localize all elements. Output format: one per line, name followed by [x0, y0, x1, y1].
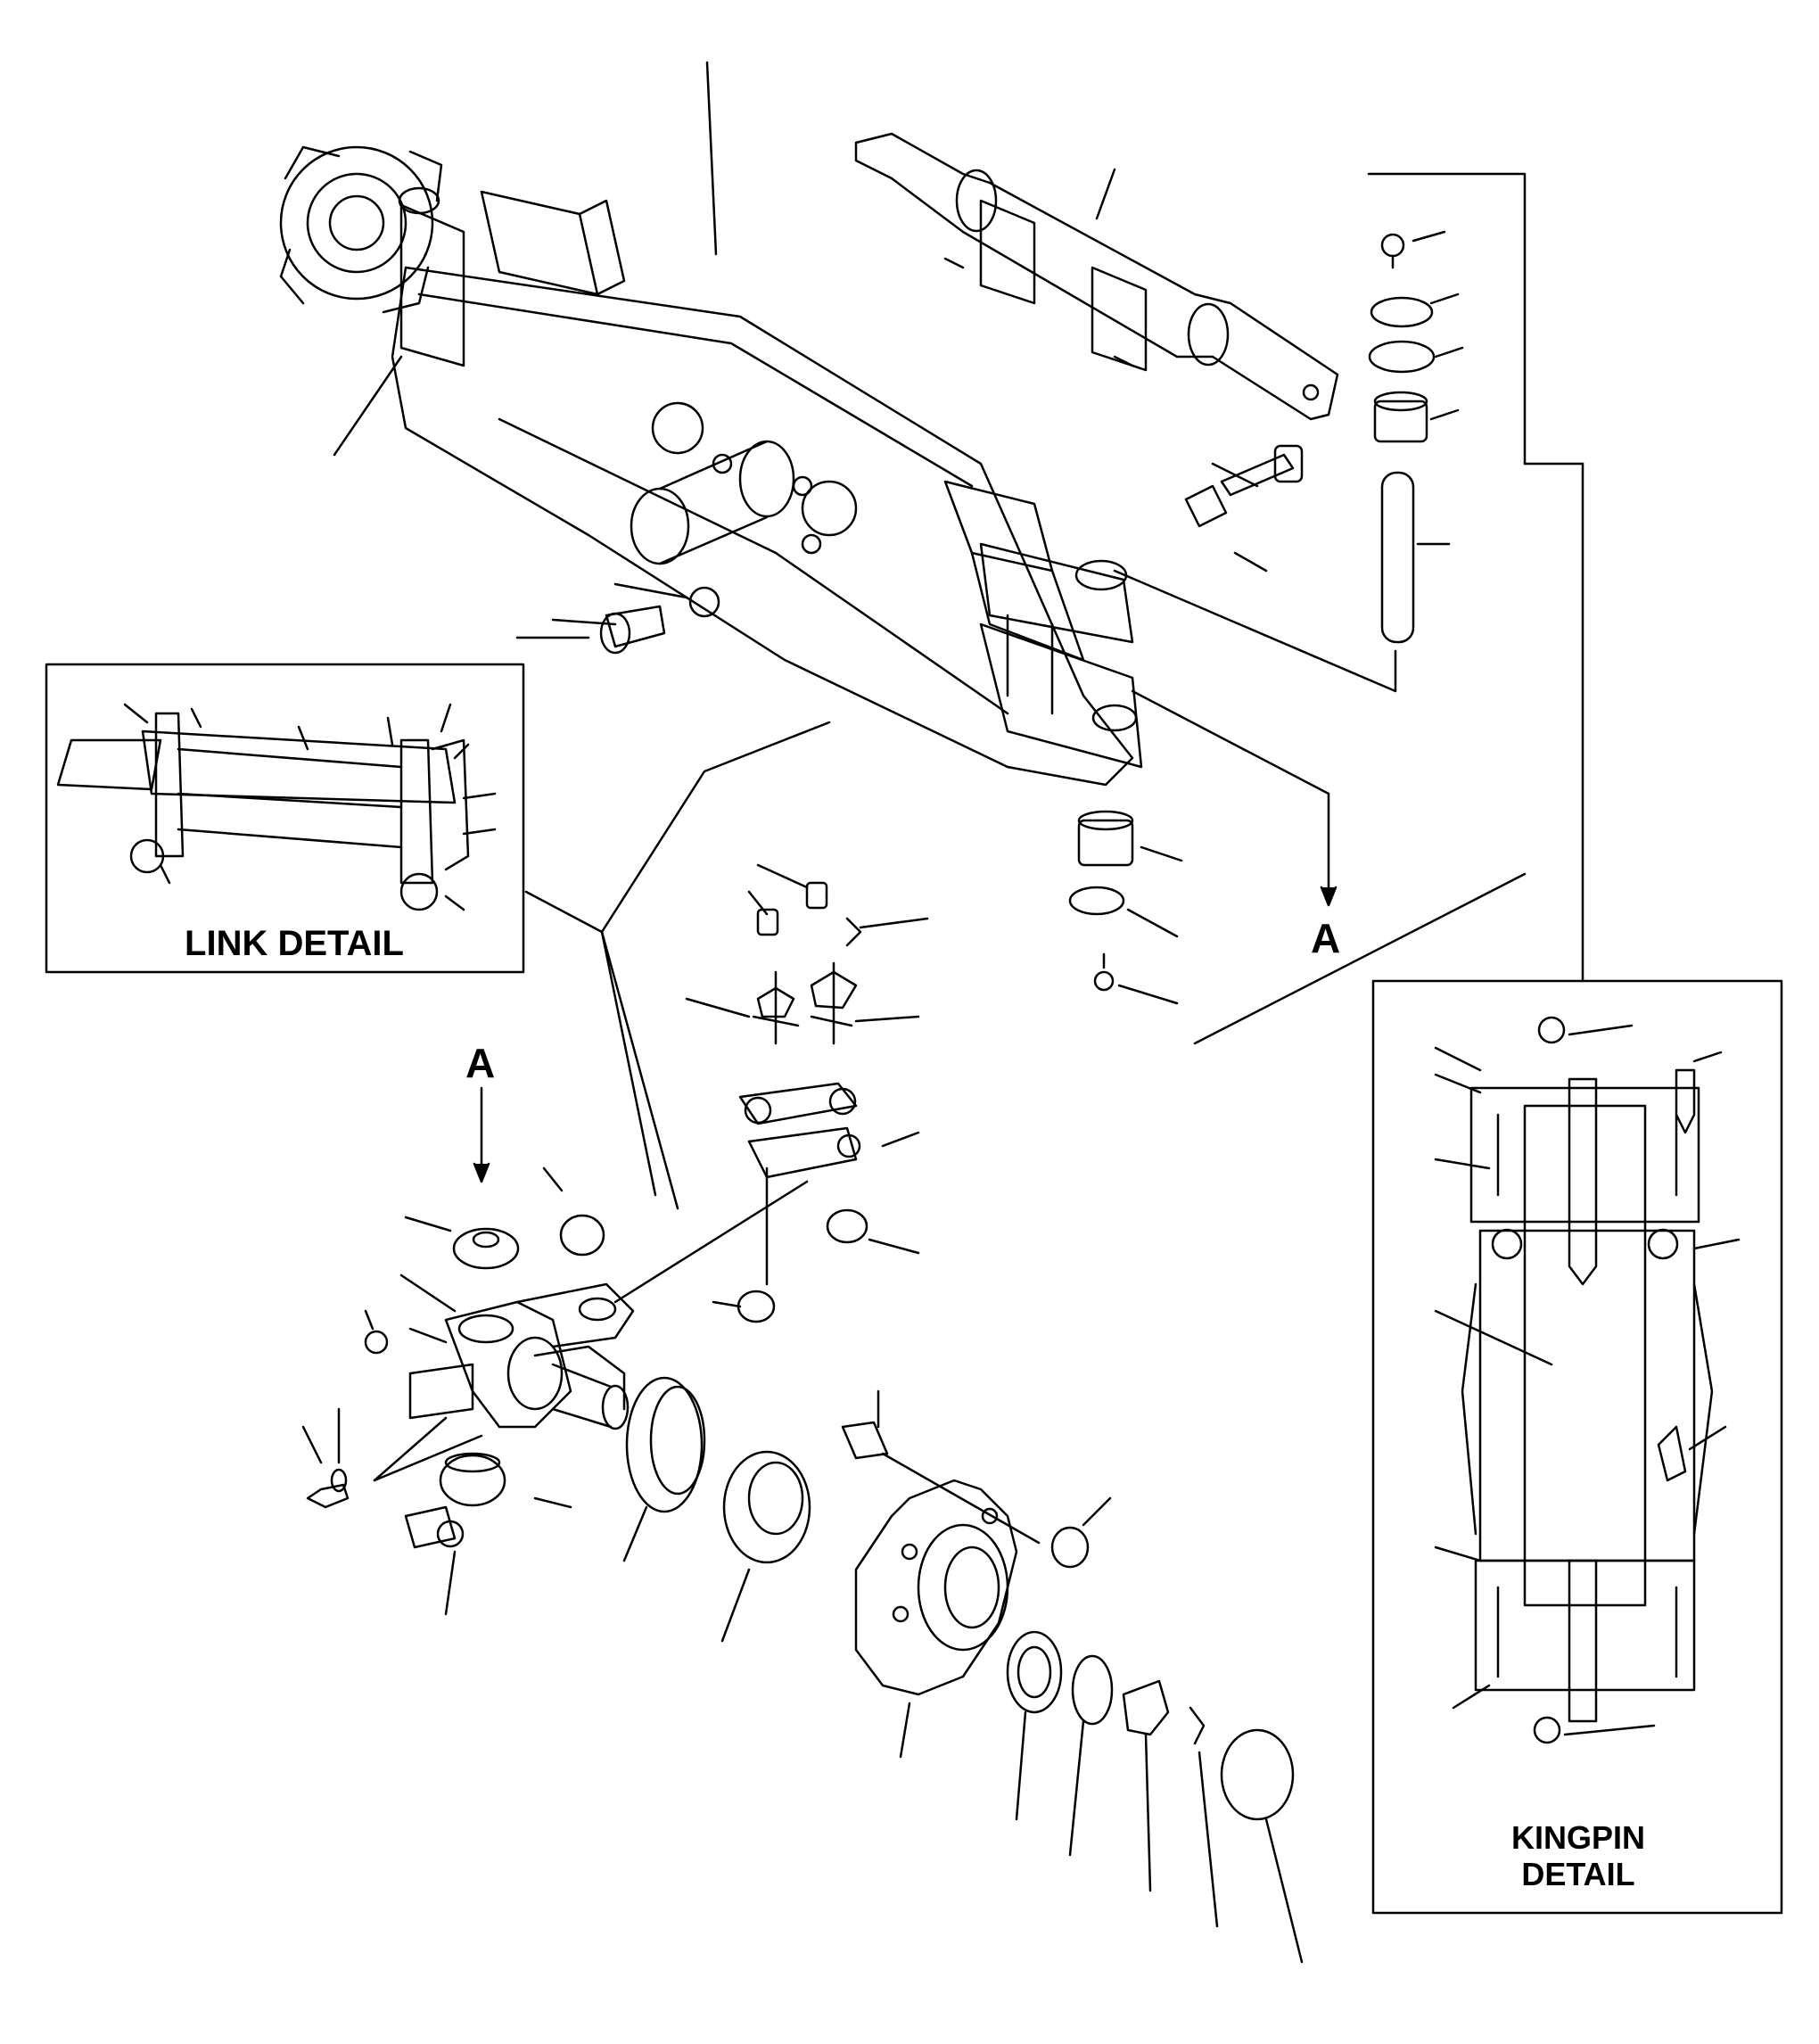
- link-detail-drawing: [56, 703, 497, 911]
- kingpin-detail-title-line2: DETAIL: [1521, 1856, 1635, 1893]
- bushing-upper: [559, 1214, 605, 1257]
- steering-link: [685, 863, 929, 1323]
- bolt-and-nut: [1184, 444, 1304, 573]
- kingpin-detail-box: [1371, 979, 1783, 1915]
- link-detail-title: LINK DETAIL: [185, 924, 404, 963]
- kingpin-detail-title: KINGPIN DETAIL: [1462, 1819, 1694, 1893]
- view-a-arrow-right: [1131, 689, 1338, 907]
- steering-cylinder: [854, 132, 1339, 421]
- inner-bearing: [722, 1450, 811, 1564]
- oil-seal: [625, 1376, 704, 1513]
- kingpin-detail-title-line1: KINGPIN: [1510, 1819, 1645, 1856]
- lug-nut: [1050, 1526, 1090, 1569]
- view-marker-a-upper: A: [1311, 915, 1341, 961]
- view-marker-a-lower: A: [465, 1040, 496, 1086]
- wheel-hub: [854, 1479, 1018, 1696]
- castle-nut: [1122, 1679, 1170, 1736]
- steering-knuckle: [408, 1282, 635, 1430]
- link-detail-box: [45, 663, 525, 974]
- snap-ring-and-bolt: [515, 582, 720, 655]
- kingpin-parts-stack: [1113, 172, 1527, 693]
- outer-bearing: [1006, 1630, 1063, 1714]
- hub-cap: [1220, 1728, 1295, 1821]
- lower-kingpin-bearing: [1068, 810, 1527, 1045]
- kingpin-detail-drawing: [1434, 1016, 1741, 1744]
- washer: [1071, 1654, 1114, 1726]
- axle-beam: [279, 145, 1143, 787]
- bushing-lower: [439, 1454, 506, 1507]
- seal-upper: [452, 1227, 520, 1270]
